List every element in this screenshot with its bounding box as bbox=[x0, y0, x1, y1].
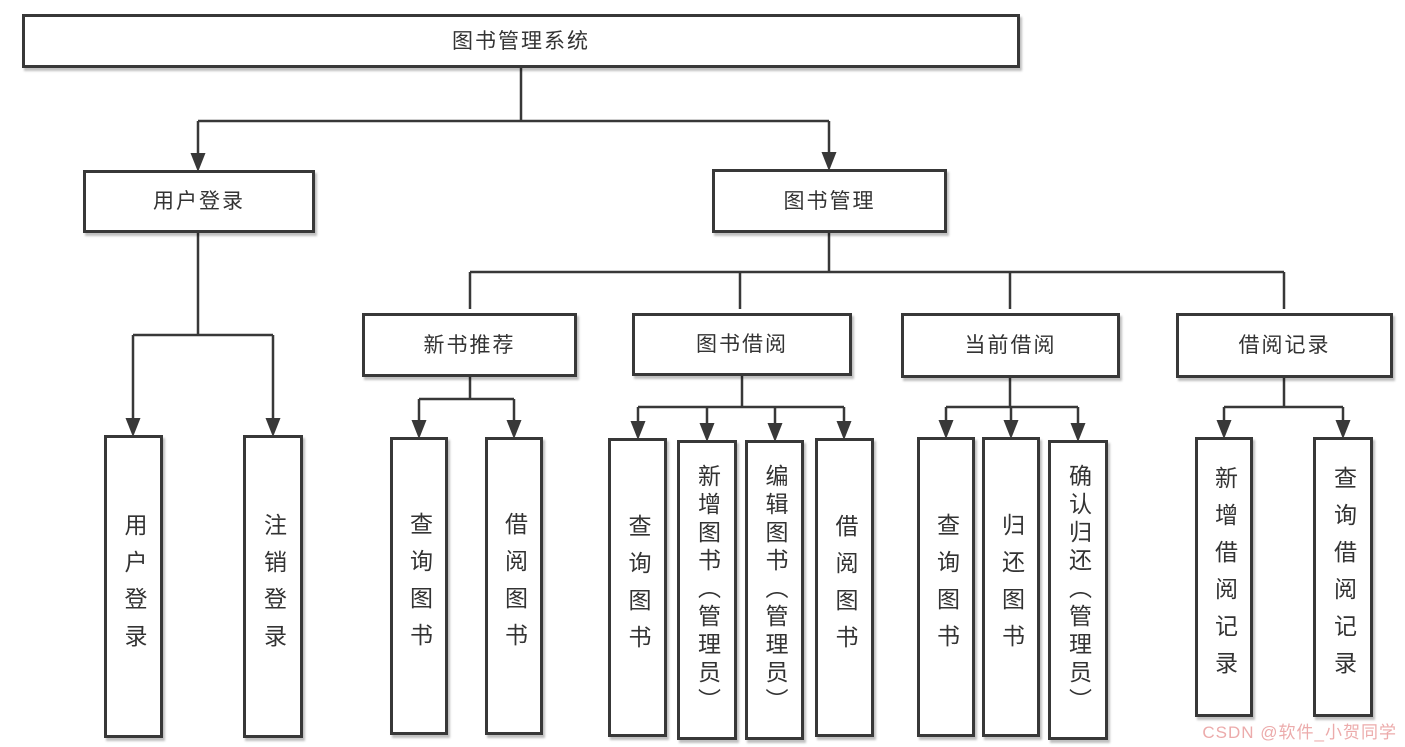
node-user-login: 用户登录 bbox=[83, 170, 315, 233]
arrowhead-down-icon bbox=[938, 420, 954, 439]
arrowhead-down-icon bbox=[630, 421, 646, 440]
connector-user-login-subtree bbox=[131, 233, 275, 433]
connector-new-books-subtree bbox=[417, 377, 516, 435]
node-cu-query-books: 查询图书 bbox=[917, 437, 975, 737]
arrowhead-down-icon bbox=[767, 423, 783, 442]
connector-root-to-level1 bbox=[196, 68, 831, 168]
node-new-book-recommend: 新书推荐 bbox=[362, 313, 577, 377]
node-rc-add-record: 新增借阅记录 bbox=[1195, 437, 1253, 717]
arrowhead-down-icon bbox=[265, 418, 281, 437]
node-book-borrowing: 图书借阅 bbox=[632, 313, 852, 376]
node-book-management: 图书管理 bbox=[712, 169, 947, 233]
node-bw-edit-books-admin: 编辑图书（管理员） bbox=[745, 440, 804, 740]
arrowhead-down-icon bbox=[1070, 423, 1086, 442]
node-nb-borrow-books: 借阅图书 bbox=[485, 437, 543, 735]
arrowhead-down-icon bbox=[506, 420, 522, 439]
node-bw-borrow-books: 借阅图书 bbox=[815, 438, 874, 737]
node-current-borrowing: 当前借阅 bbox=[901, 313, 1120, 378]
node-bw-query-books: 查询图书 bbox=[608, 438, 667, 737]
arrowhead-down-icon bbox=[411, 420, 427, 439]
node-logout-leaf: 注销登录 bbox=[243, 435, 303, 738]
node-rc-query-record: 查询借阅记录 bbox=[1313, 437, 1373, 717]
connector-borrowing-subtree bbox=[636, 376, 846, 438]
node-cu-confirm-return-admin: 确认归还（管理员） bbox=[1048, 440, 1108, 740]
node-nb-query-books: 查询图书 bbox=[390, 437, 448, 735]
arrowhead-down-icon bbox=[1003, 420, 1019, 439]
node-bw-add-books-admin: 新增图书（管理员） bbox=[677, 440, 737, 740]
node-user-login-leaf: 用户登录 bbox=[104, 435, 163, 738]
watermark: CSDN @软件_小贺同学 bbox=[1202, 723, 1397, 742]
arrowhead-down-icon bbox=[836, 421, 852, 440]
arrowhead-down-icon bbox=[821, 152, 837, 171]
arrowhead-down-icon bbox=[125, 418, 141, 437]
connector-records-subtree bbox=[1222, 378, 1345, 435]
arrowhead-down-icon bbox=[190, 153, 206, 172]
node-cu-return-books: 归还图书 bbox=[982, 437, 1040, 737]
node-root-system: 图书管理系统 bbox=[22, 14, 1020, 68]
arrowhead-down-icon bbox=[699, 423, 715, 442]
node-borrowing-records: 借阅记录 bbox=[1176, 313, 1393, 378]
connector-book-mgmt-bus bbox=[468, 233, 1286, 309]
arrowhead-down-icon bbox=[1335, 420, 1351, 439]
arrowheads bbox=[125, 152, 1351, 442]
arrowhead-down-icon bbox=[1216, 420, 1232, 439]
